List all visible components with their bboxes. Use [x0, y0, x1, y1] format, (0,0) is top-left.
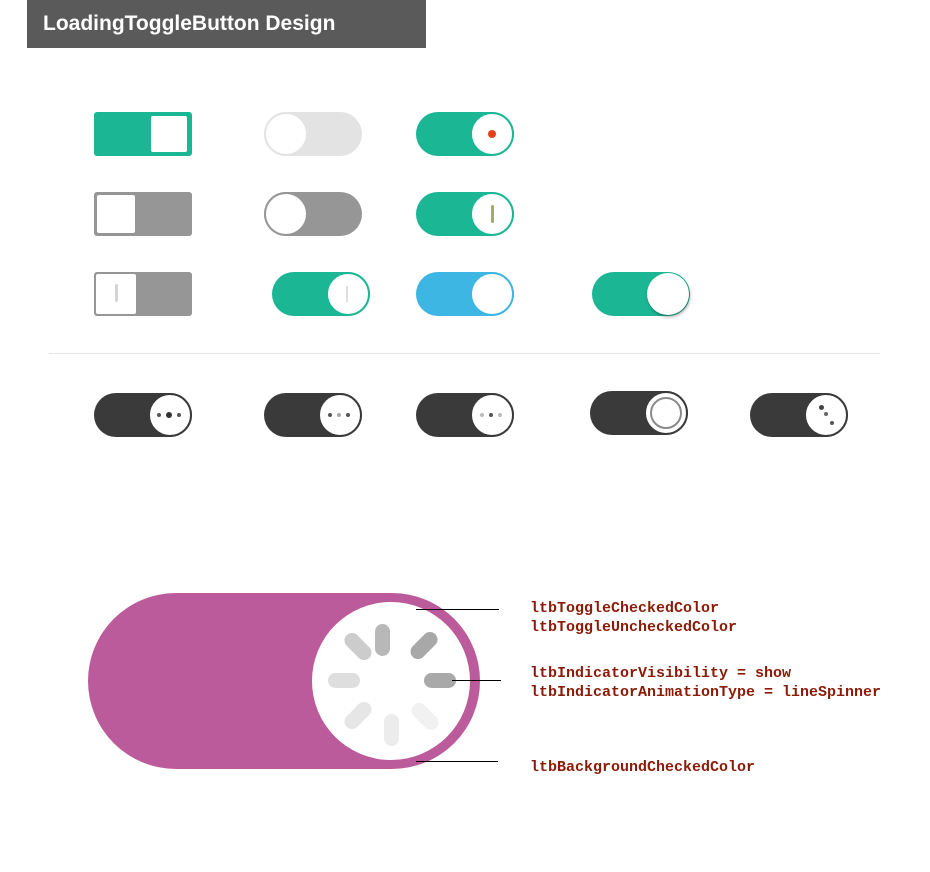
- loading-toggle-dots-3[interactable]: [416, 393, 514, 437]
- loading-dot-icon: [830, 421, 834, 425]
- round-toggle-checked-dot[interactable]: [416, 112, 514, 156]
- section-divider: [49, 353, 880, 354]
- loading-toggle-dots-1[interactable]: [94, 393, 192, 437]
- loading-dot-icon: [819, 405, 824, 410]
- toggle-knob: [318, 393, 362, 437]
- loading-dot-icon: [480, 413, 484, 417]
- loading-dot-icon: [157, 413, 161, 417]
- loading-dot-icon: [177, 413, 181, 417]
- toggle-knob: [470, 112, 514, 156]
- label-background-checked-color: ltbBackgroundCheckedColor: [530, 759, 756, 776]
- large-toggle-knob[interactable]: [312, 602, 470, 760]
- indicator-dot-icon: [488, 130, 496, 138]
- round-toggle-unchecked-light[interactable]: [264, 112, 362, 156]
- loading-dot-icon: [328, 413, 332, 417]
- spinner-spoke-icon: [341, 629, 375, 664]
- toggle-knob: [644, 391, 688, 435]
- toggle-knob: [264, 112, 308, 156]
- spinner-spoke-icon: [328, 673, 360, 688]
- toggle-knob: [96, 274, 136, 314]
- loading-toggle-orbit[interactable]: [750, 393, 848, 437]
- loading-ring-icon: [650, 397, 682, 429]
- spinner-spoke-icon: [407, 628, 441, 663]
- round-toggle-checked-line[interactable]: [416, 192, 514, 236]
- callout-leader-line: [416, 609, 499, 610]
- toggle-knob: [264, 192, 308, 236]
- toggle-knob: [470, 192, 514, 236]
- toggle-knob: [326, 272, 370, 316]
- toggle-knob: [647, 273, 689, 315]
- toggle-knob: [470, 393, 514, 437]
- toggle-knob: [97, 195, 135, 233]
- loading-dot-icon: [346, 413, 350, 417]
- round-toggle-checked-shadow[interactable]: [592, 272, 690, 316]
- indicator-line-icon: [115, 284, 118, 302]
- label-indicator-visibility: ltbIndicatorVisibility = show: [530, 665, 792, 682]
- label-checked-color: ltbToggleCheckedColor: [530, 600, 720, 617]
- callout-leader-line: [452, 680, 501, 681]
- loading-dot-icon: [824, 412, 828, 416]
- page-title: LoadingToggleButton Design: [43, 12, 336, 35]
- square-toggle-checked[interactable]: [94, 112, 192, 156]
- toggle-knob: [470, 272, 514, 316]
- loading-dot-icon: [498, 413, 502, 417]
- spinner-spoke-icon: [424, 673, 456, 688]
- square-toggle-unchecked-line[interactable]: [94, 272, 192, 316]
- title-bar: LoadingToggleButton Design: [27, 0, 426, 48]
- toggle-knob: [148, 393, 192, 437]
- spinner-spoke-icon: [384, 714, 399, 746]
- toggle-knob: [151, 116, 187, 152]
- indicator-line-icon: [491, 205, 494, 223]
- loading-dot-icon: [337, 413, 341, 417]
- square-toggle-unchecked[interactable]: [94, 192, 192, 236]
- label-indicator-animation: ltbIndicatorAnimationType = lineSpinner: [530, 684, 882, 701]
- spinner-spoke-icon: [408, 699, 442, 734]
- indicator-line-icon: [346, 286, 348, 302]
- round-toggle-checked-thin-line[interactable]: [272, 272, 370, 316]
- round-toggle-checked-blue[interactable]: [416, 272, 514, 316]
- spinner-spoke-icon: [375, 624, 390, 656]
- callout-leader-line: [416, 761, 498, 762]
- loading-dot-icon: [489, 413, 493, 417]
- spinner-spoke-icon: [341, 698, 375, 733]
- toggle-knob: [804, 393, 848, 437]
- label-unchecked-color: ltbToggleUncheckedColor: [530, 619, 738, 636]
- loading-dot-icon: [166, 412, 172, 418]
- loading-toggle-dots-2[interactable]: [264, 393, 362, 437]
- round-toggle-unchecked-grey[interactable]: [264, 192, 362, 236]
- loading-toggle-ring[interactable]: [590, 391, 688, 435]
